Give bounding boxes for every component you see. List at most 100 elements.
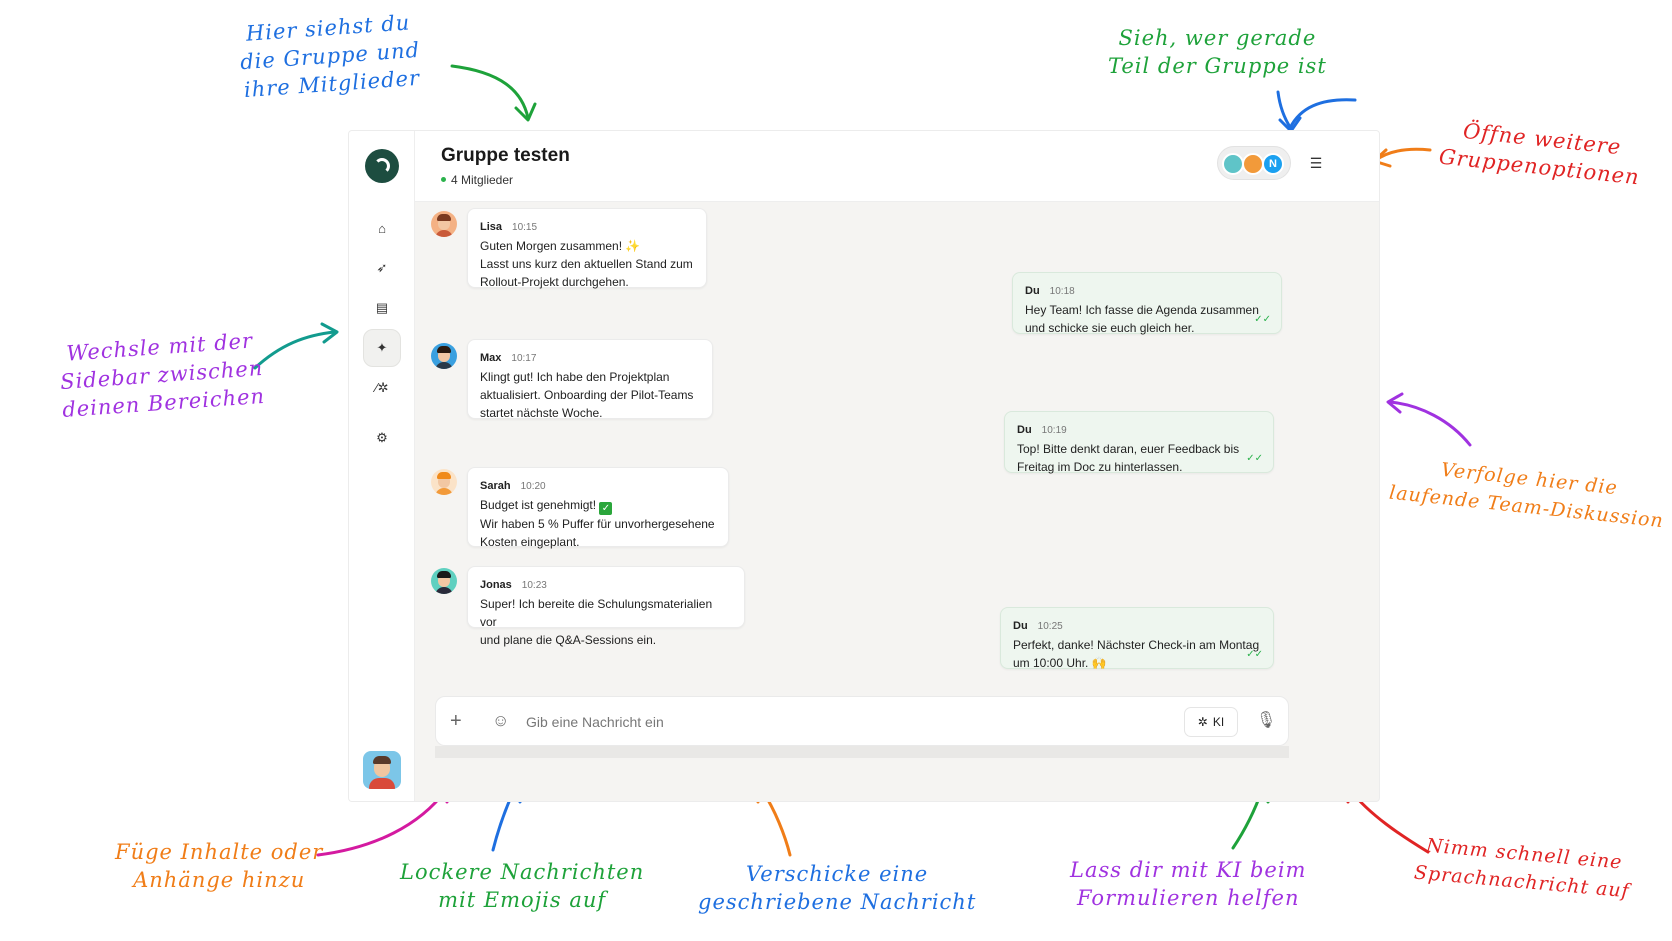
note-send: Verschicke eine geschriebene Nachricht: [698, 860, 976, 916]
message-meta: Jonas 10:23: [480, 575, 732, 595]
sender-name: Du: [1013, 620, 1028, 632]
note-line: Füge Inhalte oder: [115, 840, 324, 864]
read-receipt-icon: ✓✓: [1254, 314, 1271, 325]
online-dot-icon: [441, 177, 446, 182]
ki-label: KI: [1212, 715, 1225, 729]
note-emoji: Lockere Nachrichten mit Emojis auf: [400, 858, 644, 914]
rocket-icon[interactable]: ➶: [376, 260, 388, 275]
message-bubble: Lisa 10:15 Guten Morgen zusammen! ✨ Lasst…: [467, 208, 707, 289]
note-line: mit Emojis auf: [438, 888, 607, 912]
note-discussion: Verfolge hier die laufende Team-Diskussi…: [1388, 451, 1668, 536]
note-line: Lass dir mit KI beim: [1070, 858, 1307, 882]
member-avatar: [1242, 153, 1264, 175]
message-time: 10:18: [1049, 286, 1075, 297]
settings-icon[interactable]: ⚙: [376, 430, 388, 445]
sender-name: Du: [1017, 424, 1032, 436]
microphone-icon[interactable]: 🎙: [1256, 712, 1277, 729]
magic-wand-icon[interactable]: ⁄✲: [375, 380, 389, 395]
avatar: [431, 469, 457, 495]
note-ki: Lass dir mit KI beim Formulieren helfen: [1070, 856, 1306, 912]
chat-header: Gruppe testen 4 Mitglieder N ☰: [415, 131, 1379, 202]
message-text: Lasst uns kurz den aktuellen Stand zum: [480, 257, 693, 271]
message-text: Hey Team! Ich fasse die Agenda zusammen: [1025, 303, 1259, 317]
message-text: Wir haben 5 % Puffer für unvorhergesehen…: [480, 517, 715, 531]
sender-name: Sarah: [480, 480, 511, 492]
message-input[interactable]: [524, 709, 1168, 735]
group-options-button[interactable]: ☰: [1300, 147, 1332, 179]
message-text: Kosten eingeplant.: [480, 535, 580, 549]
avatar: [431, 343, 457, 369]
note-attach: Füge Inhalte oder Anhänge hinzu: [115, 838, 323, 894]
message-text: Rollout-Projekt durchgehen.: [480, 275, 629, 289]
note-line: Lockere Nachrichten: [400, 860, 645, 884]
member-avatar: N: [1262, 153, 1284, 175]
member-avatar-stack[interactable]: N: [1217, 146, 1291, 180]
sender-name: Jonas: [480, 579, 512, 591]
note-voice: Nimm schnell eine Sprachnachricht auf: [1413, 831, 1633, 906]
arrow-current-members: [1288, 98, 1357, 130]
message-text-part: Budget ist genehmigt!: [480, 498, 597, 512]
home-icon[interactable]: ⌂: [378, 220, 386, 236]
magic-wand-icon: ✲: [1197, 715, 1208, 729]
message-text: und schicke sie euch gleich her.: [1025, 321, 1195, 335]
member-count: 4 Mitglieder: [441, 173, 513, 187]
note-options: Öffne weitere Gruppenoptionen: [1438, 115, 1644, 192]
message-time: 10:17: [511, 353, 537, 364]
group-title: Gruppe testen: [441, 145, 570, 166]
note-line: Anhänge hinzu: [133, 868, 306, 892]
arrow-options: [1374, 147, 1432, 162]
document-icon[interactable]: ▤: [375, 300, 389, 315]
message-meta: Lisa 10:15: [480, 217, 694, 237]
note-sidebar: Wechsle mit der Sidebar zwischen deinen …: [57, 326, 266, 424]
message-text: aktualisiert. Onboarding der Pilot-Teams: [480, 388, 694, 402]
message-time: 10:23: [521, 580, 547, 591]
chat-app-window: ⌂ ➶ ▤ ✦ ⁄✲ ⚙ Gruppe testen 4 Mitglieder …: [348, 130, 1380, 802]
composer-shadow: [435, 746, 1289, 758]
app-logo-icon[interactable]: [365, 149, 399, 183]
message-text: Top! Bitte denkt daran, euer Feedback bi…: [1017, 442, 1240, 456]
emoji-icon[interactable]: ☺: [492, 711, 510, 730]
member-count-label: 4 Mitglieder: [451, 173, 514, 187]
note-line: geschriebene Nachricht: [698, 890, 977, 914]
read-receipt-icon: ✓✓: [1246, 453, 1263, 464]
check-mark-icon: ✓: [599, 502, 613, 515]
arrow-group-title: [450, 64, 530, 120]
message-time: 10:15: [512, 222, 538, 233]
message-text: und plane die Q&A-Sessions ein.: [480, 633, 657, 647]
message-text: startet nächste Woche.: [480, 406, 603, 420]
message-text: um 10:00 Uhr. 🙌: [1013, 656, 1107, 670]
ki-button[interactable]: ✲ KI: [1184, 707, 1238, 737]
message-composer: + ☺ ✲ KI 🎙: [435, 696, 1289, 746]
message-text: Freitag im Doc zu hinterlassen.: [1017, 460, 1183, 474]
message-text: Guten Morgen zusammen! ✨: [480, 239, 641, 253]
message-bubble: Sarah 10:20 Budget ist genehmigt! ✓ Wir h…: [467, 467, 729, 549]
arrow-sidebar: [253, 330, 337, 370]
sender-name: Du: [1025, 285, 1040, 297]
add-attachment-button[interactable]: +: [450, 710, 462, 732]
avatar: [431, 211, 457, 237]
sparkle-icon[interactable]: ✦: [363, 329, 401, 367]
message-meta: Sarah 10:20: [480, 476, 716, 496]
note-line: Formulieren helfen: [1077, 886, 1300, 910]
user-avatar[interactable]: [363, 751, 401, 789]
message-text: Klingt gut! Ich habe den Projektplan: [480, 370, 670, 384]
message-time: 10:20: [520, 481, 546, 492]
message-bubble: Max 10:17 Klingt gut! Ich habe den Projek…: [467, 339, 713, 420]
message-meta: Max 10:17: [480, 348, 700, 368]
sender-name: Max: [480, 352, 502, 364]
read-receipt-icon: ✓✓: [1246, 649, 1263, 660]
note-line: Sieh, wer gerade: [1118, 26, 1317, 50]
note-current-members: Sieh, wer gerade Teil der Gruppe ist: [1108, 24, 1327, 80]
list-icon: ☰: [1309, 154, 1323, 171]
arrow-discussion: [1388, 400, 1472, 447]
note-group-members: Hier siehst du die Gruppe und ihre Mitgl…: [237, 8, 423, 104]
member-avatar: [1222, 153, 1244, 175]
note-line: Verschicke eine: [746, 862, 929, 886]
sender-name: Lisa: [480, 221, 503, 233]
sidebar: ⌂ ➶ ▤ ✦ ⁄✲ ⚙: [349, 131, 415, 801]
